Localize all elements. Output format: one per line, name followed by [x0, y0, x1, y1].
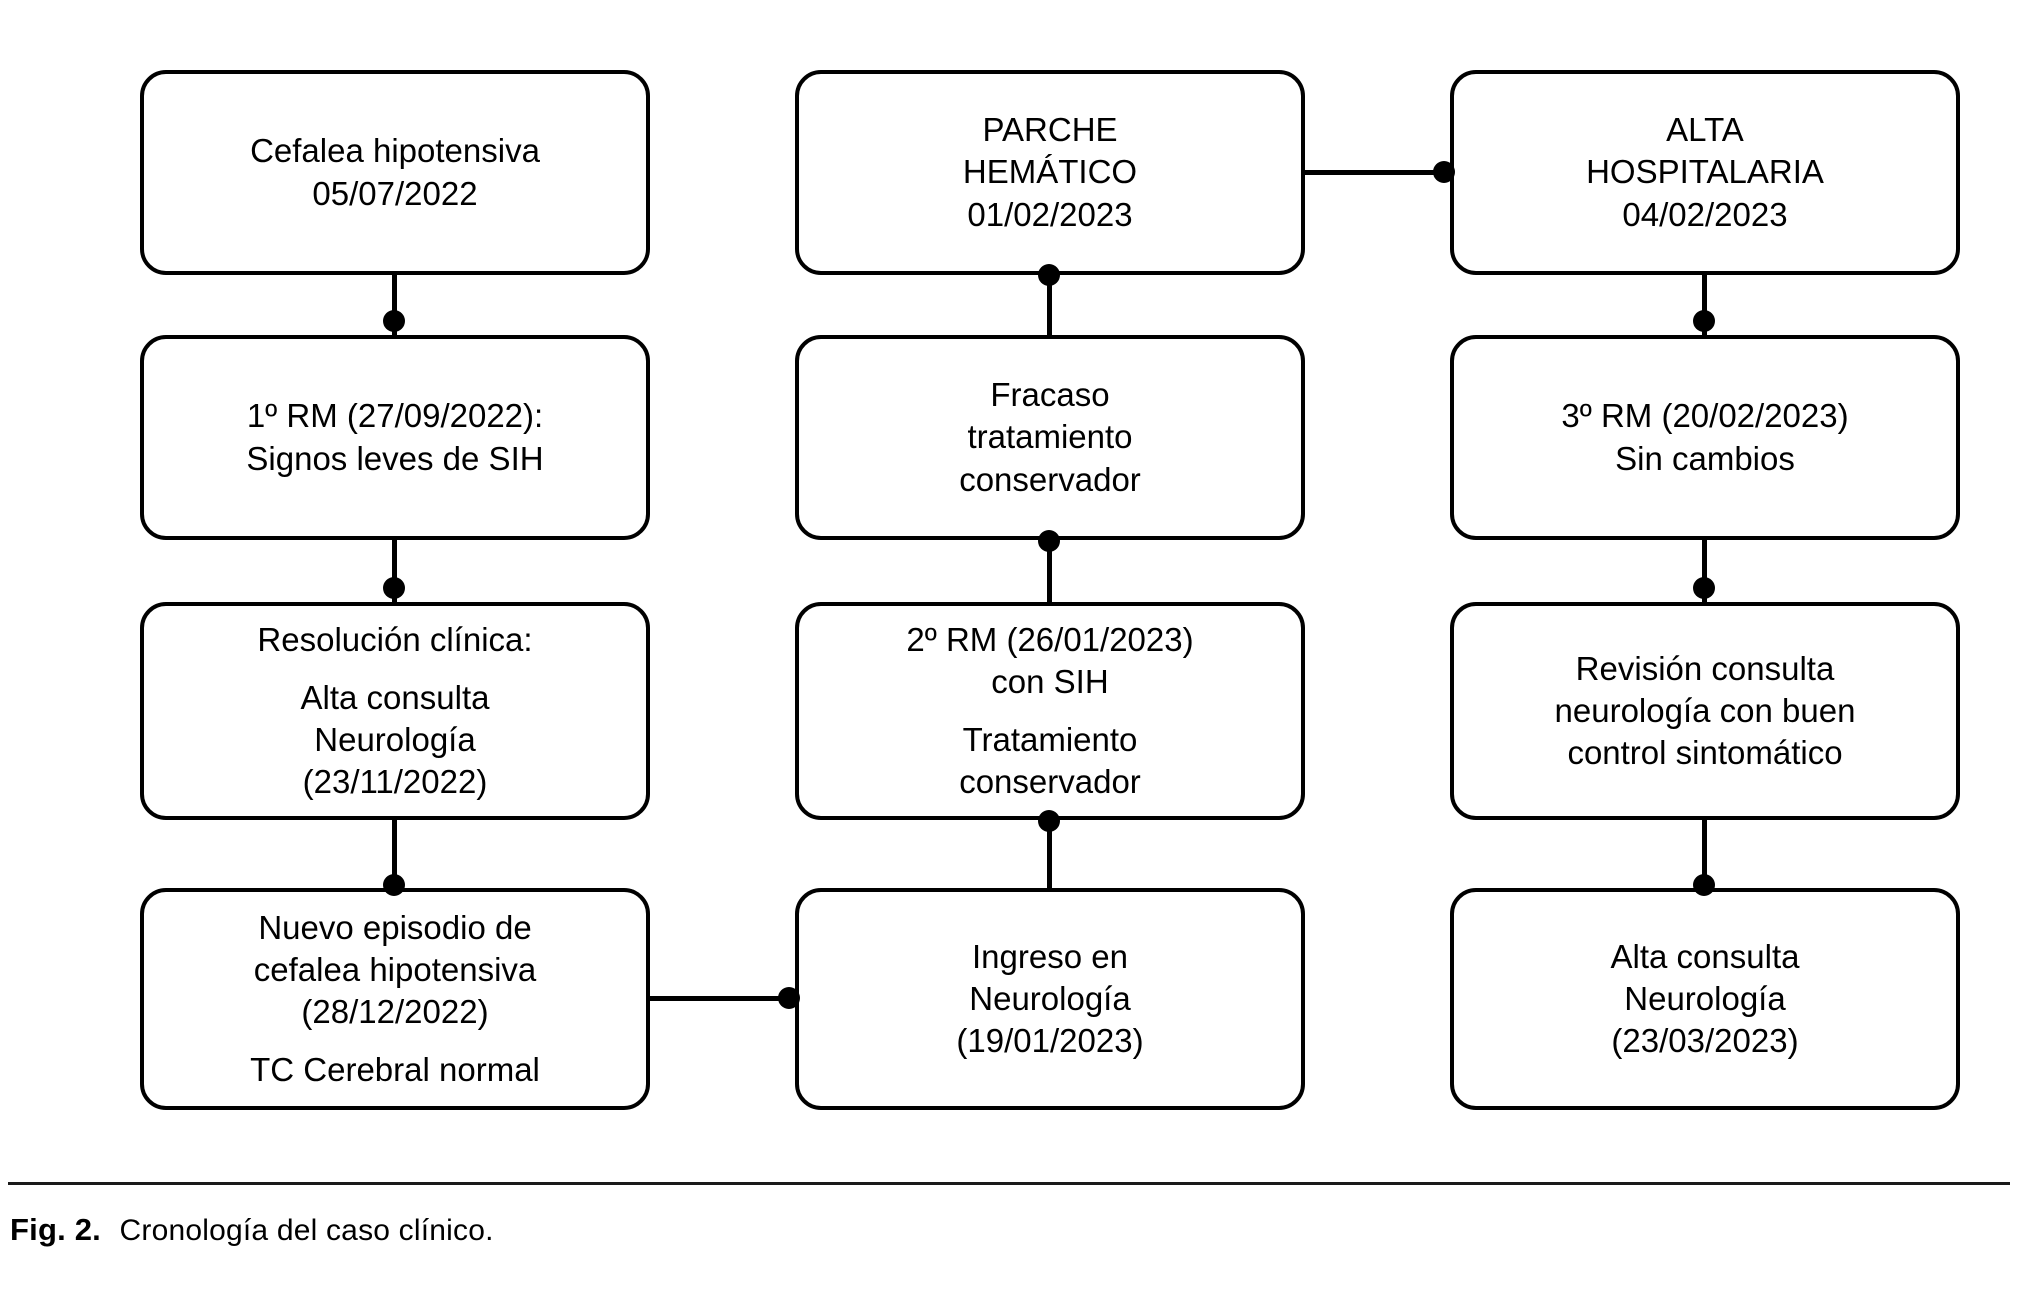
- node-alta-hospitalaria: ALTA HOSPITALARIA 04/02/2023: [1450, 70, 1960, 275]
- node-line: (19/01/2023): [956, 1022, 1144, 1060]
- node-nuevo-episodio: Nuevo episodio de cefalea hipotensiva (2…: [140, 888, 650, 1110]
- node-line: cefalea hipotensiva: [253, 950, 537, 988]
- node-line: (23/03/2023): [1611, 1022, 1799, 1060]
- connector-line-c2-2to1: [1047, 275, 1052, 340]
- node-line: conservador: [959, 460, 1141, 498]
- node-parche-hematico: PARCHE HEMÁTICO 01/02/2023: [795, 70, 1305, 275]
- connector-line-c2-3to2: [1047, 540, 1052, 607]
- node-revision-consulta: Revisión consulta neurología con buen co…: [1450, 602, 1960, 820]
- node-line: Revisión consulta: [1575, 649, 1835, 687]
- connector-dot-c1-1to2: [383, 310, 405, 332]
- node-line: 05/07/2022: [312, 174, 478, 212]
- node-line: Alta consulta: [300, 678, 490, 716]
- node-fracaso-tratamiento: Fracaso tratamiento conservador: [795, 335, 1305, 540]
- connector-dot-c1-2to3: [383, 577, 405, 599]
- figure-caption-text: Cronología del caso clínico.: [119, 1214, 494, 1247]
- connector-line-c1-1to2: [392, 275, 397, 340]
- figure-caption: Fig. 2. Cronología del caso clínico.: [10, 1212, 494, 1248]
- node-line: 01/02/2023: [967, 195, 1133, 233]
- node-ingreso-neurologia: Ingreso en Neurología (19/01/2023): [795, 888, 1305, 1110]
- node-line: Tratamiento: [962, 721, 1138, 758]
- node-line: Neurología: [1624, 979, 1786, 1017]
- node-line: Signos leves de SIH: [246, 439, 544, 477]
- connector-dot-c2-to-c3: [1433, 161, 1455, 183]
- connector-dot-c3-2to3: [1693, 577, 1715, 599]
- node-line: tratamiento: [967, 418, 1133, 456]
- connector-line-c3-3to4: [1702, 820, 1707, 885]
- caption-divider: [8, 1182, 2010, 1185]
- node-line: 1º RM (27/09/2022):: [246, 397, 544, 435]
- connector-dot-c1-to-c2: [778, 987, 800, 1009]
- node-line: Cefalea hipotensiva: [250, 132, 540, 170]
- figure-label: Fig. 2.: [10, 1212, 101, 1247]
- node-line: Neurología: [969, 979, 1131, 1017]
- node-line: neurología con buen: [1554, 691, 1856, 729]
- node-line: 2º RM (26/01/2023): [906, 620, 1194, 658]
- node-line: (23/11/2022): [302, 763, 488, 801]
- node-alta-consulta: Alta consulta Neurología (23/03/2023): [1450, 888, 1960, 1110]
- node-line: Neurología: [314, 721, 476, 758]
- connector-dot-c3-3to4: [1693, 874, 1715, 896]
- node-line: Nuevo episodio de: [258, 908, 532, 946]
- node-line: ALTA: [1666, 111, 1744, 149]
- connector-line-c2-to-c3: [1305, 170, 1450, 175]
- node-line: Ingreso en: [972, 937, 1128, 975]
- connector-line-c1-2to3: [392, 540, 397, 607]
- connector-dot-c3-1to2: [1693, 310, 1715, 332]
- node-line: con SIH: [991, 662, 1109, 700]
- node-line: control sintomático: [1567, 734, 1843, 772]
- node-line: TC Cerebral normal: [250, 1051, 540, 1089]
- node-resolucion-clinica: Resolución clínica: Alta consulta Neurol…: [140, 602, 650, 820]
- connector-line-c1-3to4: [392, 820, 397, 885]
- node-line: Fracaso: [990, 376, 1110, 414]
- connector-line-c3-1to2: [1702, 275, 1707, 340]
- connector-line-c2-4to3: [1047, 820, 1052, 888]
- node-tercera-rm: 3º RM (20/02/2023) Sin cambios: [1450, 335, 1960, 540]
- node-primera-rm: 1º RM (27/09/2022): Signos leves de SIH: [140, 335, 650, 540]
- node-line: PARCHE: [982, 111, 1118, 149]
- node-line: (28/12/2022): [301, 993, 489, 1030]
- node-line: 3º RM (20/02/2023): [1561, 397, 1849, 435]
- node-line: Sin cambios: [1615, 439, 1795, 477]
- node-line: Alta consulta: [1610, 937, 1800, 975]
- connector-dot-c2-2to1: [1038, 264, 1060, 286]
- connector-dot-c2-4to3: [1038, 810, 1060, 832]
- connector-dot-c1-3to4: [383, 874, 405, 896]
- node-line: conservador: [959, 763, 1141, 801]
- node-cefalea-hipotensiva: Cefalea hipotensiva 05/07/2022: [140, 70, 650, 275]
- connector-line-c1-to-c2: [650, 996, 795, 1001]
- node-line: HEMÁTICO: [962, 153, 1138, 191]
- node-line: HOSPITALARIA: [1586, 153, 1824, 191]
- node-line: Resolución clínica:: [257, 620, 533, 658]
- node-line: 04/02/2023: [1622, 195, 1788, 233]
- connector-line-c3-2to3: [1702, 540, 1707, 607]
- node-segunda-rm: 2º RM (26/01/2023) con SIH Tratamiento c…: [795, 602, 1305, 820]
- connector-dot-c2-3to2: [1038, 530, 1060, 552]
